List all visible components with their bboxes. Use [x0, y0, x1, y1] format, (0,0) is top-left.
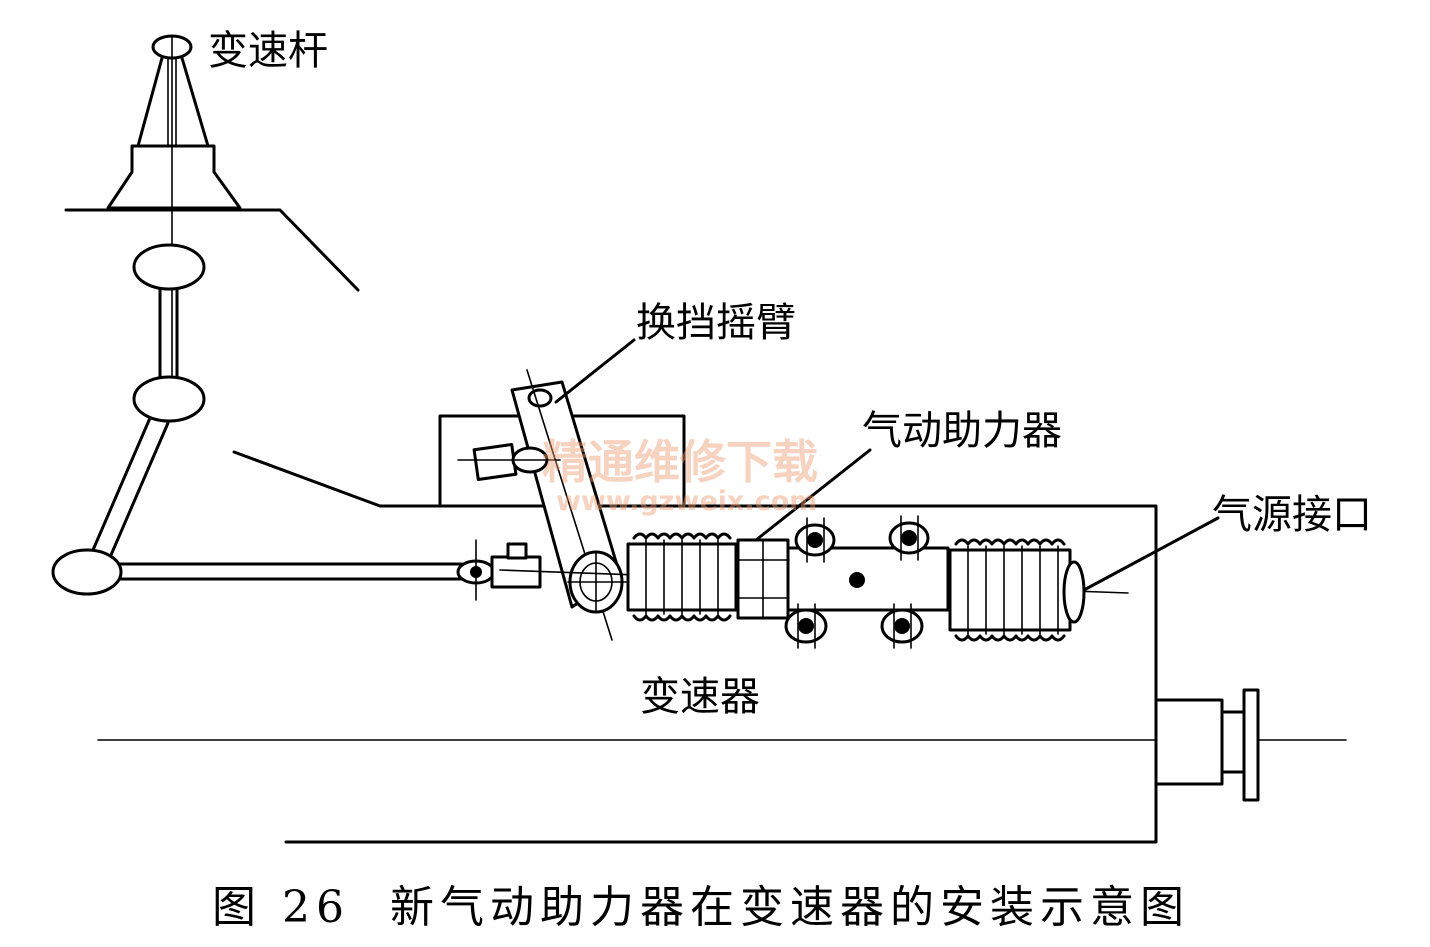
pneumatic-booster	[499, 515, 1129, 649]
label-air-source-port: 气源接口	[1212, 492, 1372, 538]
booster-nut	[736, 538, 790, 620]
lower-lever-linkage	[51, 243, 206, 596]
shift-lever	[136, 34, 210, 421]
label-transmission: 变速器	[640, 674, 760, 720]
watermark-url: www.gzweix.com	[556, 486, 817, 517]
cab-floor	[64, 208, 360, 292]
label-shift-lever: 变速杆	[208, 28, 328, 74]
output-flange	[1154, 688, 1260, 802]
label-shift-rocker-arm: 换挡摇臂	[636, 300, 796, 346]
front-bellows	[626, 532, 738, 622]
shift-rocker-arm	[457, 369, 627, 641]
mounting-bolts	[784, 515, 930, 649]
rear-bellows	[948, 538, 1086, 642]
caption-title: 新气动助力器在变速器的安装示意图	[390, 882, 1190, 933]
booster-cylinder	[786, 546, 950, 612]
shift-rod	[118, 539, 542, 601]
lever-boot	[106, 144, 242, 210]
figure-caption: 图 26 新气动助力器在变速器的安装示意图	[212, 882, 1190, 933]
watermark-name: 精通维修下载	[542, 435, 818, 489]
watermark: 精通维修下载 www.gzweix.com	[542, 435, 818, 517]
caption-number: 图 26	[212, 882, 350, 933]
transmission-housing	[97, 450, 1347, 844]
label-pneumatic-booster: 气动助力器	[862, 408, 1062, 454]
leader-lines	[554, 338, 1220, 592]
